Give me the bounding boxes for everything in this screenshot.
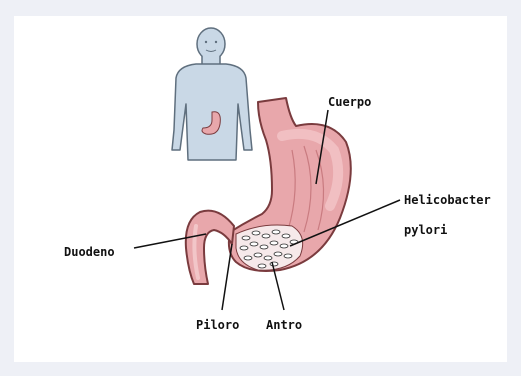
human-silhouette-icon	[172, 28, 252, 160]
label-antro: Antro	[266, 318, 302, 332]
label-piloro: Piloro	[196, 318, 239, 332]
label-helicobacter: Helicobacter	[404, 193, 491, 207]
label-pylori: pylori	[404, 223, 447, 237]
label-cuerpo: Cuerpo	[328, 95, 371, 109]
label-duodeno: Duodeno	[64, 245, 115, 259]
leader-piloro	[222, 244, 232, 310]
